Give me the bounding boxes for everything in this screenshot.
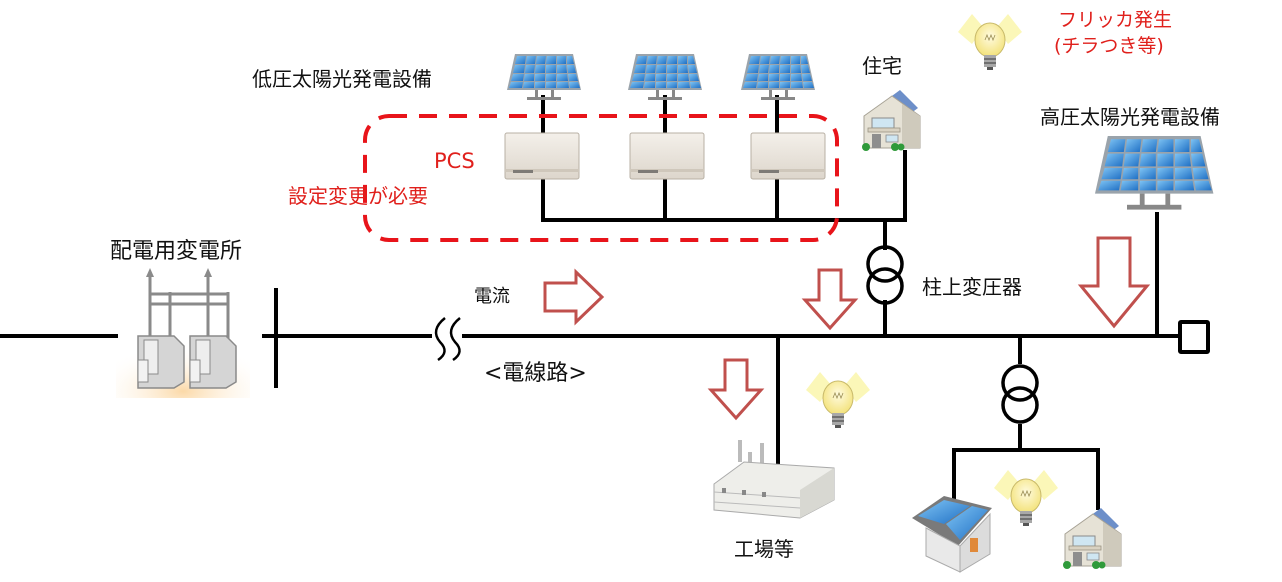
- factory-icon: [713, 440, 835, 519]
- solar-panel-large-icon: [1095, 136, 1214, 210]
- solar-panel-icon: [628, 54, 702, 100]
- light-bulb-icon: [993, 469, 1059, 527]
- flicker-label: フリッカ発生: [1058, 9, 1172, 31]
- solar-house-icon: [912, 496, 992, 573]
- substation-label: 配電用変電所: [110, 239, 242, 264]
- low-voltage-pv-label: 低圧太陽光発電設備: [252, 67, 432, 91]
- pcs-setting-change-box: [363, 114, 839, 242]
- transformer-icon: [1001, 364, 1039, 424]
- pole-transformer-icon: [866, 245, 904, 305]
- down-arrow-icon: [709, 358, 763, 420]
- house-icon: [1062, 507, 1122, 570]
- factory-label: 工場等: [734, 537, 794, 561]
- solar-panel-icon: [741, 54, 815, 100]
- current-label: 電流: [474, 286, 510, 307]
- setting-change-label: 設定変更が必要: [288, 184, 428, 208]
- substation-icon: [116, 268, 250, 398]
- light-bulb-icon: [957, 13, 1023, 71]
- line-terminal: [1178, 320, 1210, 354]
- pcs-unit-icon: [504, 132, 580, 180]
- down-arrow-large-icon: [1079, 236, 1149, 328]
- pcs-unit-icon: [750, 132, 826, 180]
- house-label: 住宅: [862, 54, 902, 78]
- high-voltage-pv-label: 高圧太陽光発電設備: [1040, 105, 1220, 129]
- house-icon: [861, 89, 921, 152]
- pcs-label: PCS: [434, 149, 475, 173]
- pcs-unit-icon: [629, 132, 705, 180]
- solar-panel-icon: [507, 54, 581, 100]
- power-line-label: <電線路>: [484, 361, 587, 386]
- pole-transformer-label: 柱上変圧器: [922, 275, 1022, 299]
- line-break-icon: [434, 317, 446, 362]
- light-bulb-icon: [805, 371, 871, 429]
- current-arrow-icon: [543, 268, 605, 326]
- down-arrow-icon: [803, 268, 857, 330]
- flicker-detail-label: (チラつき等): [1054, 35, 1164, 57]
